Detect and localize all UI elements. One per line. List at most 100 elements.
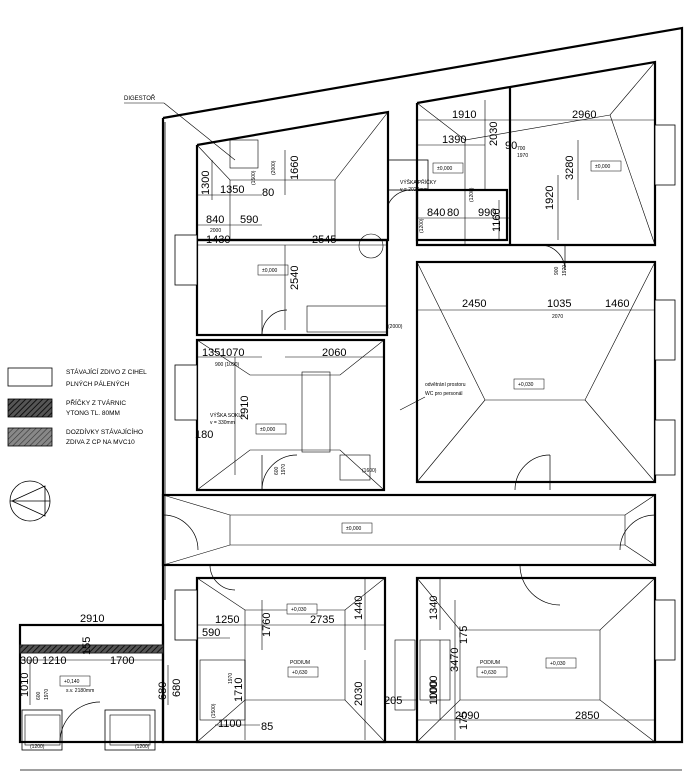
note-1200a: (1200)	[469, 187, 475, 202]
level-10: +0,030	[550, 661, 566, 667]
doors	[59, 189, 656, 743]
ceiling-lines	[162, 61, 656, 743]
level-markers: ±0,000 ±0,000 ±0,000 ±0,000 +0,030 ±0,00…	[59, 160, 622, 687]
note-1970d: 1970	[44, 689, 50, 700]
dim-85: 85	[261, 721, 273, 733]
level-6: ±0,000	[346, 526, 361, 532]
vyska-pricky-label: VÝŠKA PŘÍČKY	[400, 178, 437, 186]
windows	[174, 124, 676, 661]
dim-2030b: 2030	[353, 682, 365, 706]
dim-1340: 1340	[428, 596, 440, 620]
dim-1210: 1210	[42, 655, 66, 667]
dim-180: 180	[195, 429, 213, 441]
legend-1-line2: PLNÝCH PÁLENÝCH	[66, 379, 130, 388]
dim-1920: 1920	[544, 186, 556, 210]
dim-135: 135	[202, 347, 220, 359]
dim-2735: 2735	[310, 614, 334, 626]
dim-175b: 175	[458, 712, 470, 730]
legend-2-line2: YTONG TL. 80MM	[66, 410, 120, 417]
level-5: +0,030	[518, 382, 534, 388]
legend-1-line1: STÁVAJÍCÍ ZDIVO Z CIHEL	[66, 367, 147, 376]
north-arrow-icon	[9, 480, 51, 522]
dim-1000b: 1000	[428, 681, 440, 705]
dim-680b: 680	[171, 679, 183, 697]
note-1970c: 1970	[562, 265, 568, 276]
dim-590a: 590	[240, 214, 258, 226]
dimension-labels: 1910 2960 1390 2030 90 1300 1350 80 1660…	[19, 109, 629, 733]
dim-2545: 2545	[312, 234, 336, 246]
dim-175a: 175	[458, 626, 470, 644]
note-600b: 600	[36, 691, 42, 700]
dim-1000a: 1000	[428, 676, 440, 700]
note-1500: (1500)	[251, 170, 257, 185]
note-1970e: 1970	[228, 673, 234, 684]
vyska-soklu-value: v = 330mm	[210, 420, 235, 426]
note-900: 900	[554, 266, 560, 275]
dim-1440: 1440	[353, 596, 365, 620]
level-9: +0,630	[481, 670, 497, 676]
legend-swatch-outline	[7, 367, 53, 387]
dim-1460: 1460	[605, 298, 629, 310]
dim-1300: 1300	[200, 171, 212, 195]
dim-1710: 1710	[233, 678, 245, 702]
dim-1035: 1035	[547, 298, 571, 310]
level-3: ±0,000	[262, 268, 277, 274]
digestor-label: DIGESTOŘ	[124, 94, 156, 102]
dim-2540: 2540	[289, 266, 301, 290]
level-4: ±0,000	[260, 427, 275, 433]
odvetrani-line2: WC pro personál	[425, 391, 463, 397]
small-notes: 700 1970 (1500) (2000) 2000 (1200) (1600…	[30, 146, 568, 750]
dim-2450: 2450	[462, 298, 486, 310]
dim-1100: 1100	[218, 718, 242, 730]
dim-2070: 2070	[552, 314, 563, 320]
annotations: DIGESTOŘ VÝŠKA PŘÍČKY v = 2020mm VÝŠKA S…	[66, 94, 500, 694]
dim-300: 300	[20, 655, 38, 667]
dim-1350: 1350	[220, 184, 244, 196]
dim-80b: 80	[447, 207, 459, 219]
dim-1250: 1250	[215, 614, 239, 626]
legend-3-line1: DOZDÍVKY STÁVAJÍCÍHO	[66, 427, 143, 436]
sv-label: s.v. 2180mm	[66, 688, 94, 694]
dim-205: 205	[384, 695, 402, 707]
dim-1430: 1430	[206, 234, 230, 246]
note-700: 700	[517, 146, 526, 152]
dimension-lines	[20, 100, 655, 740]
dim-590b: 590	[202, 627, 220, 639]
dim-2030: 2030	[488, 122, 500, 146]
note-1970a: 1970	[517, 153, 528, 159]
dim-840b: 840	[427, 207, 445, 219]
level-11: +0,140	[64, 679, 80, 685]
dim-1910: 1910	[452, 109, 476, 121]
podium-label-1: PODIUM	[290, 660, 310, 666]
legend-3-line2: ZDIVA Z CP NA MVC10	[66, 439, 135, 446]
level-8: +0,630	[292, 670, 308, 676]
note-1200b: (1200)	[30, 744, 45, 750]
dim-2850: 2850	[575, 710, 599, 722]
podium-label-2: PODIUM	[480, 660, 500, 666]
level-1: ±0,000	[437, 166, 452, 172]
dim-1160: 1160	[491, 208, 503, 232]
dim-3470: 3470	[449, 648, 461, 672]
odvetrani-line1: odvětrání prostoru	[425, 382, 466, 388]
dim-2960: 2960	[572, 109, 596, 121]
dim-1700: 1700	[110, 655, 134, 667]
dim-2910a: 2910	[239, 396, 251, 420]
dim-1760: 1760	[261, 613, 273, 637]
legend-swatch-hatch-dark	[7, 398, 53, 418]
dim-2090: 2090	[455, 710, 479, 722]
vyska-pricky-value: v = 2020mm	[400, 187, 428, 193]
dim-990: 990	[478, 207, 496, 219]
legend-swatch-hatch-light	[7, 427, 53, 447]
level-2: ±0,000	[595, 164, 610, 170]
note-1200d: (1200)	[419, 218, 425, 233]
vyska-soklu-label: VÝŠKA SOKLU	[210, 412, 245, 419]
legend-2-line1: PŘÍČKY Z TVÁRNIC	[66, 398, 126, 407]
level-7: +0,030	[291, 607, 307, 613]
note-1600: (1600)	[362, 468, 377, 474]
dim-840a: 840	[206, 214, 224, 226]
dim-2910b: 2910	[80, 613, 104, 625]
dim-80a: 80	[262, 187, 274, 199]
dim-90: 90	[505, 140, 517, 152]
note-1200c: (1200)	[135, 744, 150, 750]
